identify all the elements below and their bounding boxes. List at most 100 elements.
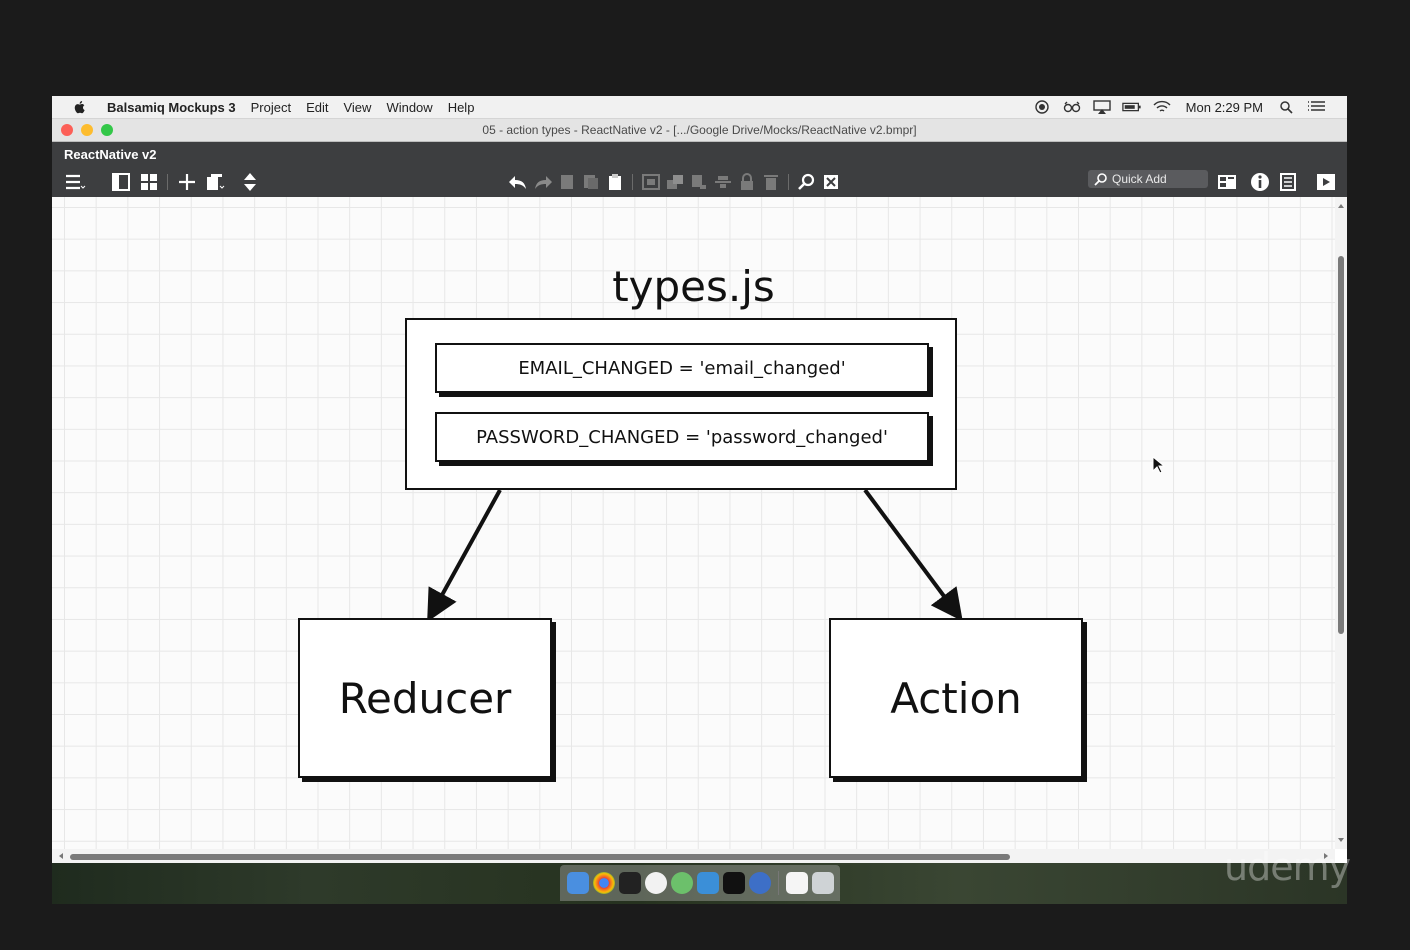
align-icon	[715, 176, 731, 188]
apple-icon[interactable]	[72, 99, 88, 115]
spotify-icon[interactable]	[670, 872, 693, 894]
paste-button[interactable]	[604, 172, 626, 192]
menu-project[interactable]: Project	[250, 99, 292, 115]
play-presentation-icon	[1317, 174, 1335, 190]
horizontal-scroll-thumb[interactable]	[70, 854, 1010, 860]
presentation-mode-button[interactable]	[1315, 172, 1337, 192]
cut-icon	[561, 175, 573, 189]
arrow-to-action[interactable]	[863, 488, 963, 622]
diagram-title[interactable]: types.js	[612, 262, 775, 311]
toolbar-separator	[788, 174, 789, 190]
scroll-right-arrow-icon[interactable]	[1321, 850, 1331, 862]
chrome-icon[interactable]	[592, 872, 615, 894]
notification-center-icon[interactable]	[1307, 100, 1327, 114]
constant-password-text: PASSWORD_CHANGED = 'password_changed'	[476, 427, 888, 448]
mouse-cursor-icon	[1152, 456, 1166, 474]
window-title-bar: 05 - action types - ReactNative v2 - [..…	[52, 119, 1347, 142]
terminal-2-icon[interactable]	[722, 872, 745, 894]
redo-button[interactable]	[532, 172, 554, 192]
redo-icon	[535, 176, 552, 189]
vscode-icon[interactable]	[696, 872, 719, 894]
close-window-button[interactable]	[61, 124, 73, 136]
menu-window[interactable]: Window	[386, 99, 433, 115]
duplicate-button[interactable]	[204, 172, 226, 192]
dock	[560, 865, 840, 901]
reducer-box[interactable]: Reducer	[298, 618, 552, 778]
undo-icon	[509, 176, 526, 189]
menu-bar: Balsamiq Mockups 3 Project Edit View Win…	[52, 96, 1347, 119]
app-screen: Balsamiq Mockups 3 Project Edit View Win…	[52, 96, 1347, 904]
zoom-window-button[interactable]	[101, 124, 113, 136]
action-box[interactable]: Action	[829, 618, 1083, 778]
quick-add-field[interactable]: Quick Add	[1088, 170, 1208, 188]
duplicate-icon	[207, 174, 225, 190]
bring-forward-button[interactable]	[664, 172, 686, 192]
delete-button[interactable]	[760, 172, 782, 192]
documents-icon[interactable]	[785, 872, 808, 894]
toolbar-separator	[632, 174, 633, 190]
search-icon	[798, 173, 815, 190]
connector-arrows	[427, 488, 963, 623]
library-icon	[1218, 175, 1236, 189]
cut-button[interactable]	[556, 172, 578, 192]
wifi-icon[interactable]	[1152, 100, 1172, 114]
main-menu-button[interactable]	[64, 172, 86, 192]
action-label: Action	[890, 674, 1022, 723]
scroll-up-arrow-icon[interactable]	[1335, 201, 1347, 211]
terminal-icon[interactable]	[618, 872, 641, 894]
record-icon[interactable]	[1032, 100, 1052, 114]
constant-box-email[interactable]: EMAIL_CHANGED = 'email_changed'	[435, 343, 929, 393]
library-button[interactable]	[1216, 172, 1238, 192]
notes-button[interactable]	[1277, 172, 1299, 192]
hamburger-menu-icon	[66, 174, 86, 190]
plus-icon	[179, 174, 195, 190]
minimize-window-button[interactable]	[81, 124, 93, 136]
paste-icon	[609, 174, 621, 190]
finder-icon[interactable]	[566, 872, 589, 894]
search-icon	[1094, 173, 1107, 186]
align-button[interactable]	[712, 172, 734, 192]
toggle-navigator-button[interactable]	[110, 172, 132, 192]
trash-icon[interactable]	[811, 872, 834, 894]
quick-add-label: Quick Add	[1112, 172, 1167, 186]
simulator-icon[interactable]	[748, 872, 771, 894]
grid-view-button[interactable]	[138, 172, 160, 192]
scroll-left-arrow-icon[interactable]	[56, 850, 66, 862]
menu-edit[interactable]: Edit	[306, 99, 329, 115]
menu-app-name[interactable]: Balsamiq Mockups 3	[107, 99, 236, 115]
info-button[interactable]	[1249, 172, 1271, 192]
notes-icon	[1280, 173, 1296, 191]
replace-button[interactable]	[820, 172, 842, 192]
airplay-icon[interactable]	[1092, 100, 1112, 114]
replace-icon	[824, 175, 838, 189]
send-backward-button[interactable]	[688, 172, 710, 192]
app-toolbar: ReactNative v2	[52, 142, 1347, 197]
project-name[interactable]: ReactNative v2	[64, 147, 157, 162]
lock-button[interactable]	[736, 172, 758, 192]
sidebar-panel-icon	[112, 173, 130, 191]
menu-help[interactable]: Help	[447, 99, 475, 115]
constant-box-password[interactable]: PASSWORD_CHANGED = 'password_changed'	[435, 412, 929, 462]
undo-button[interactable]	[507, 172, 529, 192]
send-backward-icon	[692, 175, 706, 189]
emoji-app-icon[interactable]	[644, 872, 667, 894]
spotlight-search-icon[interactable]	[1277, 100, 1297, 114]
trash-icon	[764, 175, 778, 190]
menu-view[interactable]: View	[343, 99, 372, 115]
grid-icon	[141, 174, 157, 190]
arrow-to-reducer[interactable]	[427, 489, 502, 623]
menu-clock[interactable]: Mon 2:29 PM	[1185, 99, 1263, 115]
toolbar-separator	[167, 174, 168, 190]
info-icon	[1251, 173, 1269, 191]
scroll-down-arrow-icon[interactable]	[1335, 835, 1347, 845]
vertical-scroll-thumb[interactable]	[1338, 256, 1344, 634]
mockup-canvas[interactable]: types.js EMAIL_CHANGED = 'email_changed'…	[52, 197, 1335, 849]
find-button[interactable]	[796, 172, 818, 192]
glasses-icon[interactable]	[1062, 100, 1082, 114]
types-container-box[interactable]: EMAIL_CHANGED = 'email_changed' PASSWORD…	[405, 318, 957, 490]
add-button[interactable]	[176, 172, 198, 192]
group-button[interactable]	[640, 172, 662, 192]
copy-button[interactable]	[580, 172, 602, 192]
reorder-button[interactable]	[239, 172, 261, 192]
battery-icon[interactable]	[1121, 100, 1142, 114]
